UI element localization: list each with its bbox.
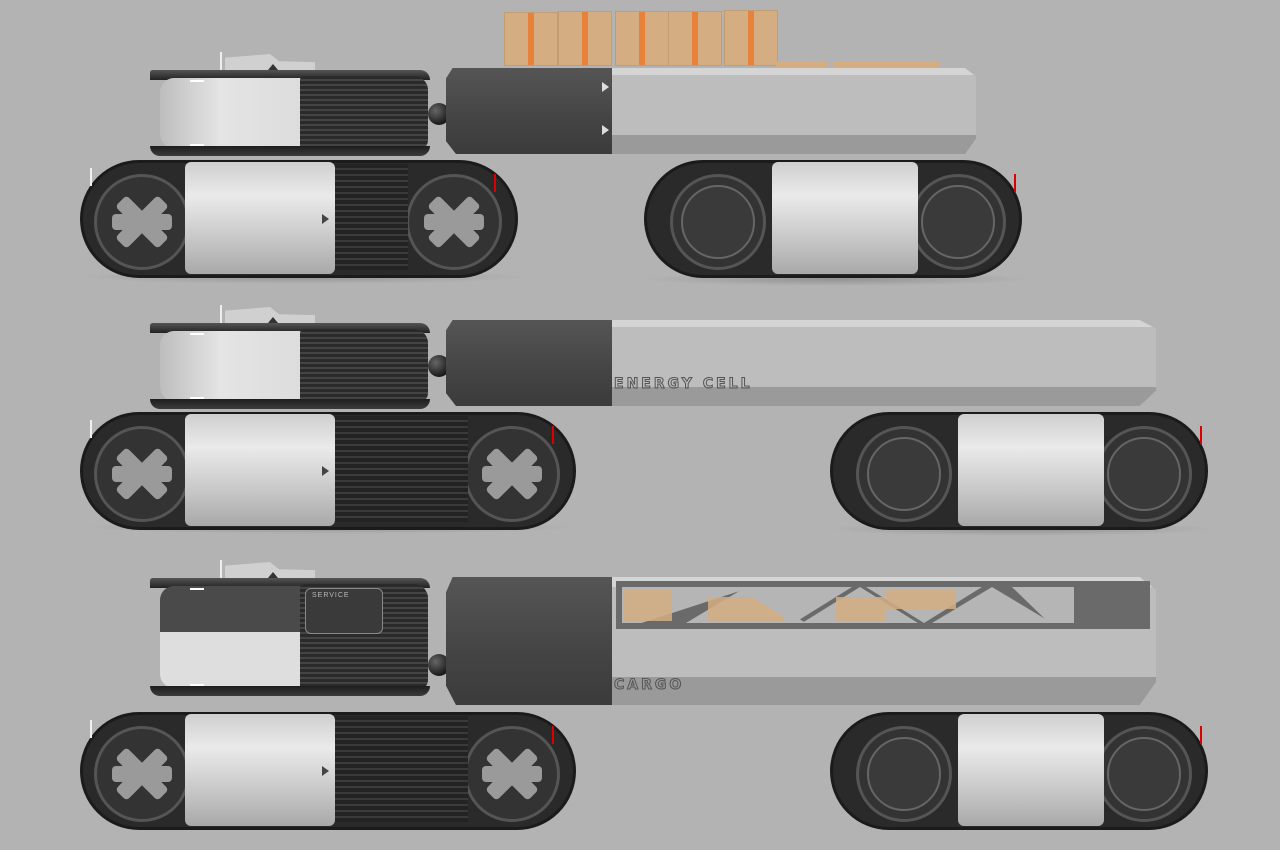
flat-cargo [776, 61, 828, 70]
cargo-box [668, 11, 722, 66]
cargo-label: CARGO [613, 677, 685, 694]
rear-track [830, 412, 1208, 530]
visible-cargo [624, 589, 672, 621]
front-track [80, 412, 576, 530]
rear-track [644, 160, 1022, 278]
hitch-ball [428, 355, 450, 377]
hitch-ball [428, 103, 450, 125]
rear-track [830, 712, 1208, 830]
service-hatch[interactable]: SERVICE [305, 588, 383, 634]
visible-cargo [886, 589, 956, 609]
cargo-box [724, 10, 778, 66]
hitch-ball [428, 654, 450, 676]
triangle-icon [268, 572, 278, 578]
front-track [80, 160, 518, 278]
arrow-icon [602, 82, 609, 92]
energy-cell-body: ENERGY CELL [446, 320, 1156, 406]
cargo-box [558, 11, 612, 66]
front-track [80, 712, 576, 830]
cargo-box [504, 12, 558, 66]
head-unit-service: SERVICE [150, 560, 432, 696]
triangle-icon [268, 64, 278, 70]
arrow-icon [602, 125, 609, 135]
cargo-body: CARGO [446, 577, 1156, 705]
service-label: SERVICE [312, 592, 350, 599]
flat-cargo [834, 61, 939, 70]
cargo-box [615, 11, 669, 66]
visible-cargo [836, 597, 886, 621]
head-unit [150, 305, 430, 409]
energy-cell-label: ENERGY CELL [614, 376, 753, 393]
head-unit [150, 52, 430, 156]
flatbed-body [446, 68, 976, 154]
triangle-icon [268, 317, 278, 323]
